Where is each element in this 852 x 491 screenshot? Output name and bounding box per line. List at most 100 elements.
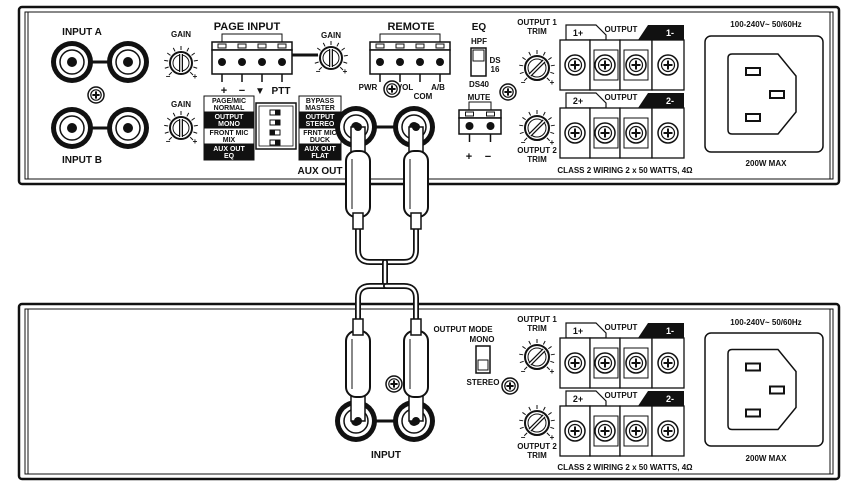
mute-plus-label: + bbox=[466, 151, 472, 163]
knob-tick bbox=[314, 61, 319, 64]
speaker-terminal-screw[interactable] bbox=[657, 420, 679, 442]
eq-hpf-label: HPF bbox=[471, 37, 487, 46]
top-ch1-output-label: OUTPUT bbox=[605, 25, 638, 34]
dip-label-text: OUTPUT bbox=[306, 114, 336, 121]
speaker-terminal-screw[interactable] bbox=[657, 352, 679, 374]
ground-screw-icon bbox=[385, 375, 403, 393]
knob-tick bbox=[546, 366, 551, 371]
top-power-inlet bbox=[704, 35, 824, 153]
input-a-left-jack[interactable] bbox=[51, 41, 93, 83]
gain-a-knob[interactable]: −+ bbox=[164, 46, 198, 81]
speaker-terminal-screw[interactable] bbox=[594, 352, 616, 374]
terminal-slot bbox=[486, 111, 495, 117]
screw-cross-icon bbox=[570, 60, 580, 70]
terminal-plate bbox=[623, 117, 649, 149]
speaker-terminal-screw[interactable] bbox=[625, 352, 647, 374]
knob-tick bbox=[519, 71, 524, 75]
terminal-slot bbox=[257, 43, 267, 49]
knob-tick bbox=[191, 52, 196, 56]
input-a-label: INPUT A bbox=[62, 27, 102, 38]
power-inlet-pin bbox=[769, 385, 785, 395]
terminal-plate bbox=[623, 49, 649, 81]
speaker-terminal-screw[interactable] bbox=[625, 54, 647, 76]
screw-cross-icon bbox=[504, 88, 512, 96]
knob-tick bbox=[168, 136, 173, 141]
speaker-terminal-screw[interactable] bbox=[657, 122, 679, 144]
knob-tick bbox=[168, 71, 173, 76]
output-mode-label: OUTPUT MODE bbox=[433, 325, 493, 334]
page-input-terminal[interactable] bbox=[211, 33, 293, 82]
plug-pin bbox=[354, 123, 362, 131]
power-inlet-socket bbox=[727, 348, 797, 431]
bottom-ch2-minus-label: 2- bbox=[666, 394, 674, 404]
minus-tab bbox=[638, 391, 684, 406]
page-gain-knob[interactable]: −+ bbox=[314, 41, 348, 76]
knob-tick bbox=[550, 426, 555, 430]
knob-minus-mark: − bbox=[521, 433, 526, 442]
plug-pin bbox=[412, 417, 420, 425]
top-right-rca-plug[interactable] bbox=[403, 126, 429, 230]
dip-label-text: FLAT bbox=[311, 153, 329, 160]
knob-tick bbox=[186, 47, 190, 52]
mute-terminal[interactable] bbox=[458, 101, 502, 142]
knob-tick bbox=[189, 136, 194, 141]
remote-terminal[interactable] bbox=[369, 33, 451, 82]
b-output2-trim-knob[interactable]: −+ bbox=[519, 405, 555, 442]
speaker-terminal-screw[interactable] bbox=[564, 352, 586, 374]
output-mode-switch[interactable] bbox=[475, 345, 491, 374]
remote-ab-label: A/B bbox=[431, 83, 445, 92]
dip-switch[interactable] bbox=[255, 102, 297, 150]
input-b-left-jack[interactable] bbox=[51, 107, 93, 149]
knob-ring bbox=[527, 413, 547, 433]
plug-body bbox=[345, 150, 371, 218]
speaker-terminal-screw[interactable] bbox=[564, 122, 586, 144]
screw-cross-icon bbox=[570, 426, 580, 436]
top-ch2-minus-label: 2- bbox=[666, 96, 674, 106]
terminal-plate bbox=[593, 117, 619, 149]
knob-tick bbox=[528, 340, 532, 345]
output1-trim-label-1: OUTPUT 1 bbox=[517, 18, 557, 27]
dip-label-text: DUCK bbox=[310, 137, 330, 144]
speaker-terminal-screw[interactable] bbox=[594, 420, 616, 442]
knob-tick bbox=[528, 406, 532, 411]
terminal-screw bbox=[376, 58, 384, 66]
page-pin-minus: − bbox=[239, 85, 245, 97]
speaker-terminal-screw[interactable] bbox=[564, 54, 586, 76]
bottom-left-rca-plug[interactable] bbox=[345, 318, 371, 422]
knob-tick bbox=[546, 77, 551, 82]
knob-plus-mark: + bbox=[550, 367, 555, 376]
output1-trim-knob[interactable]: −+ bbox=[519, 50, 555, 87]
knob-tick bbox=[550, 131, 555, 135]
speaker-terminal-screw[interactable] bbox=[594, 54, 616, 76]
knob-tick bbox=[523, 137, 528, 142]
knob-tick bbox=[519, 426, 524, 430]
gain-a-label: GAIN bbox=[171, 30, 191, 39]
b-output1-trim-knob[interactable]: −+ bbox=[519, 339, 555, 376]
knob-tick bbox=[550, 353, 555, 356]
knob-slot-inner bbox=[529, 349, 545, 365]
b-max-power: 200W MAX bbox=[746, 454, 788, 463]
eq-title: EQ bbox=[472, 22, 487, 33]
speaker-terminal-screw[interactable] bbox=[657, 54, 679, 76]
speaker-terminal-screw[interactable] bbox=[594, 122, 616, 144]
speaker-terminal-screw[interactable] bbox=[625, 122, 647, 144]
gain-b-knob[interactable]: −+ bbox=[164, 111, 198, 146]
knob-tick bbox=[343, 61, 348, 64]
eq-ds40-label: DS40 bbox=[469, 80, 490, 89]
power-inlet-pin bbox=[745, 113, 761, 122]
remote-title: REMOTE bbox=[387, 21, 434, 33]
top-left-rca-plug[interactable] bbox=[345, 126, 371, 230]
output2-trim-knob[interactable]: −+ bbox=[519, 110, 555, 147]
input-a-right-jack[interactable] bbox=[107, 41, 149, 83]
terminal-screw bbox=[396, 58, 404, 66]
input-b-right-jack[interactable] bbox=[107, 107, 149, 149]
output1-trim-label-2: TRIM bbox=[527, 27, 547, 36]
speaker-terminal-screw[interactable] bbox=[625, 420, 647, 442]
knob-plus-mark: + bbox=[550, 138, 555, 147]
knob-tick bbox=[314, 54, 319, 57]
eq-switch[interactable] bbox=[470, 47, 487, 77]
terminal-plate bbox=[593, 49, 619, 81]
bottom-right-rca-plug[interactable] bbox=[403, 318, 429, 422]
speaker-terminal-screw[interactable] bbox=[564, 420, 586, 442]
